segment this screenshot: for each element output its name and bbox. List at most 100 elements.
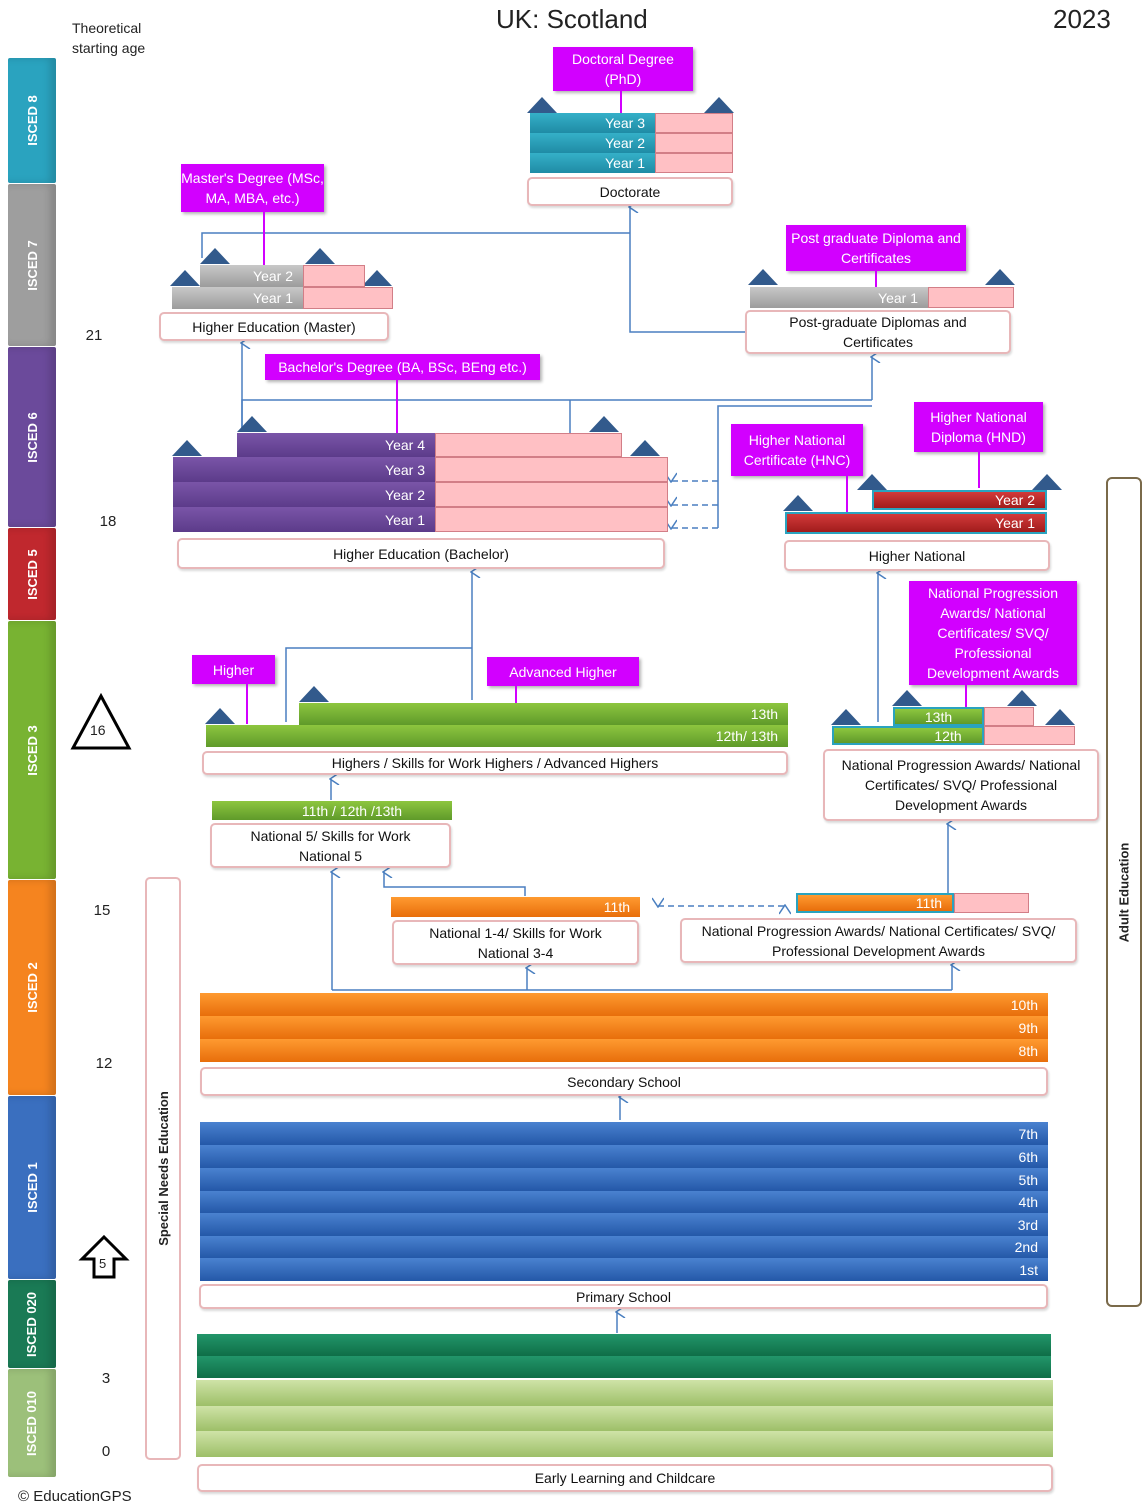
early-band-5 (196, 1431, 1053, 1457)
page-title: UK: Scotland (496, 4, 648, 34)
bachelor-year-3: Year 3 (173, 457, 435, 482)
npa-lower-grade-extra (954, 893, 1029, 913)
doctorate-label: Doctorate (527, 177, 733, 206)
primary-label: Primary School (199, 1284, 1048, 1309)
age-21: 21 (85, 327, 103, 344)
master-year-1-extra (303, 287, 393, 309)
compulsory-start-arrow-icon (78, 1234, 130, 1279)
national14-label: National 1-4/ Skills for Work National 3… (392, 920, 639, 965)
age-12: 12 (95, 1055, 113, 1072)
npa-upper-label: National Progression Awards/ National Ce… (823, 749, 1099, 821)
doctorate-year-1: Year 1 (530, 153, 655, 173)
bachelor-triangle-1-icon (237, 416, 267, 432)
secondary-grade-9: 9th (200, 1016, 1048, 1039)
postgrad-degree-badge: Post graduate Diploma and Certificates (786, 225, 966, 271)
npa-triangle-2-icon (892, 690, 922, 706)
master-label: Higher Education (Master) (159, 312, 389, 341)
primary-grade-1: 1st (200, 1258, 1048, 1281)
postgrad-left-triangle-icon (748, 269, 778, 285)
master-year-2: Year 2 (200, 265, 303, 287)
bachelor-year-2-extra (435, 482, 668, 507)
npa-grade-12: 12th (832, 726, 984, 745)
primary-grade-5: 5th (200, 1168, 1048, 1191)
isced-2: ISCED 2 (8, 880, 56, 1095)
postgrad-connector (875, 271, 877, 287)
doctoral-connector (620, 91, 622, 113)
bachelor-year-4-extra (435, 433, 622, 457)
advanced-higher-connector (515, 686, 517, 704)
isced-7: ISCED 7 (8, 184, 56, 346)
special-needs-box: Special Needs Education (145, 877, 181, 1460)
postgrad-right-triangle-icon (985, 269, 1015, 285)
doctorate-year-3: Year 3 (530, 113, 655, 133)
bachelor-year-1: Year 1 (173, 507, 435, 532)
postgrad-year-1-extra (928, 287, 1014, 308)
age-0: 0 (101, 1443, 111, 1460)
early-band-2 (197, 1356, 1051, 1378)
age-3: 3 (101, 1370, 111, 1387)
isced-3: ISCED 3 (8, 621, 56, 879)
highers-grade-12-13: 12th/ 13th (206, 725, 788, 747)
early-band-4 (196, 1406, 1053, 1431)
bachelor-triangle-3-icon (172, 440, 202, 456)
doctoral-degree-badge: Doctoral Degree (PhD) (553, 47, 693, 91)
bachelor-year-2: Year 2 (173, 482, 435, 507)
compulsory-end-age: 16 (90, 722, 106, 738)
doctorate-year-2: Year 2 (530, 133, 655, 153)
bachelor-degree-badge: Bachelor's Degree (BA, BSc, BEng etc.) (265, 354, 540, 380)
master-connector (263, 212, 265, 268)
isced-6: ISCED 6 (8, 347, 56, 527)
postgrad-year-1: Year 1 (750, 287, 928, 308)
hn-year-2: Year 2 (872, 490, 1047, 510)
primary-grade-7: 7th (200, 1122, 1048, 1145)
npa-lower-label: National Progression Awards/ National Ce… (680, 918, 1077, 963)
hn-triangle-1-icon (783, 495, 813, 511)
master-year-2-extra (303, 265, 365, 287)
national14-grade: 11th (391, 897, 640, 917)
higher-badge: Higher (192, 655, 275, 684)
master-triangle-2-icon (305, 248, 335, 264)
npa-grade-12-extra (984, 726, 1075, 745)
master-triangle-1-icon (200, 248, 230, 264)
primary-grade-4: 4th (200, 1191, 1048, 1213)
age-caption: Theoretical starting age (72, 20, 146, 56)
hn-triangle-3-icon (1032, 474, 1062, 490)
highers-triangle-1-icon (205, 708, 235, 724)
primary-grade-3: 3rd (200, 1213, 1048, 1236)
doctorate-year-2-extra (655, 133, 733, 153)
doctorate-year-1-extra (655, 153, 733, 173)
postgrad-label: Post-graduate Diplomas and Certificates (745, 310, 1011, 354)
npa-grade-13-extra (984, 707, 1034, 726)
higher-connector (246, 684, 248, 724)
master-year-1: Year 1 (172, 287, 303, 309)
bachelor-triangle-2-icon (589, 416, 619, 432)
higher-national-label: Higher National (784, 540, 1050, 571)
hnc-badge: Higher National Certificate (HNC) (731, 424, 863, 476)
primary-grade-2: 2nd (200, 1236, 1048, 1258)
npa-lower-grade: 11th (796, 893, 954, 913)
compulsory-end-triangle-icon (70, 693, 132, 750)
bachelor-year-1-extra (435, 507, 668, 532)
npa-grade-13: 13th (893, 707, 984, 726)
compulsory-start-age: 5 (99, 1256, 107, 1271)
age-18: 18 (99, 513, 117, 530)
master-triangle-3-icon (170, 270, 200, 286)
isced-5: ISCED 5 (8, 528, 56, 620)
bachelor-triangle-4-icon (630, 440, 660, 456)
master-degree-badge: Master's Degree (MSc, MA, MBA, etc.) (181, 164, 324, 212)
doctorate-year-3-extra (655, 113, 733, 133)
hn-triangle-2-icon (857, 474, 887, 490)
npa-triangle-3-icon (1007, 690, 1037, 706)
advanced-higher-badge: Advanced Higher (487, 657, 639, 686)
npa-upper-connector (965, 685, 967, 707)
national5-grade: 11th / 12th /13th (212, 801, 452, 820)
isced-010: ISCED 010 (8, 1369, 56, 1477)
early-band-1 (197, 1334, 1051, 1356)
copyright: © EducationGPS (18, 1488, 132, 1505)
adult-education-box: Adult Education (1106, 477, 1142, 1307)
age-15: 15 (93, 902, 111, 919)
bachelor-year-3-extra (435, 457, 668, 482)
early-band-3 (196, 1380, 1053, 1406)
secondary-grade-8: 8th (200, 1039, 1048, 1062)
isced-8: ISCED 8 (8, 58, 56, 183)
